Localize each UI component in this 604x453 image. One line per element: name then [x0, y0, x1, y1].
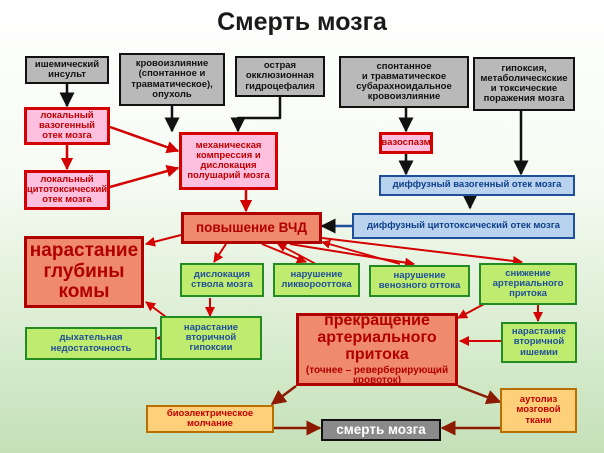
arrow-venous-to-icp — [321, 239, 401, 265]
vasospasm: вазоспазм — [379, 132, 433, 154]
diffuse-cytotoxic-edema: диффузный цитотоксический отек мозга — [352, 213, 575, 239]
diffuse-vasogenic-edema: диффузный вазогенный отек мозга — [379, 175, 575, 196]
cause-ischemic-stroke: ишемический инсульт — [25, 56, 109, 84]
respiratory-failure: дыхательная недостаточность — [25, 327, 157, 360]
arterial-inflow-cessation: прекращение артериального притока (точне… — [296, 311, 458, 387]
bioelectric-silence: биоэлектрическое молчание — [146, 405, 274, 433]
brain-death: смерть мозга — [321, 419, 441, 441]
coma-deepening: нарастание глубины комы — [24, 236, 144, 308]
diagram-title: Смерть мозга — [217, 8, 387, 36]
arrow-icp-to-coma — [145, 234, 182, 247]
arrow-icp-to-arterial — [321, 237, 523, 266]
arrow-vasogenic-to-compression — [109, 125, 180, 154]
mechanical-compression: механическая компрессия и дислокация пол… — [179, 132, 278, 190]
cause-hemorrhage: кровоизлияние (спонтанное и травматическ… — [119, 53, 225, 106]
secondary-hypoxia-increase: нарастание вторичной гипоксии — [160, 316, 262, 360]
cause-hypoxia-toxic: гипоксия, метаболическские и токсические… — [473, 57, 575, 111]
brain-tissue-autolysis: аутолиз мозговой ткани — [500, 388, 577, 433]
arrow-cessation-to-silence — [270, 385, 297, 405]
cessation-note: (точнее – реверберирующий кровоток) — [305, 364, 449, 387]
brainstem-dislocation: дислокация ствола мозга — [180, 263, 264, 297]
arrow-icp-to-csf — [261, 243, 307, 264]
secondary-ischemia-increase: нарастание вторичной ишемии — [501, 322, 577, 363]
csf-outflow-disorder: нарушение ликворооттока — [273, 263, 360, 297]
arrow-cytotoxic-to-compression — [109, 165, 180, 189]
icp-increase: повышение ВЧД — [181, 212, 322, 244]
local-vasogenic-edema: локальный вазогенный отек мозга — [24, 107, 110, 145]
cessation-main-label: прекращение артериального притока — [317, 311, 437, 364]
arrow-icp-to-brainstem — [213, 243, 227, 263]
local-cytotoxic-edema: локальный цитотоксический отек мозга — [24, 170, 110, 210]
arrow-hydrocephalus-to-compression — [230, 97, 282, 133]
arrow-csf-to-icp — [277, 243, 317, 265]
cause-hydrocephalus: острая окклюзионная гидроцефалия — [235, 56, 325, 97]
venous-outflow-disorder: нарушение венозного оттока — [369, 265, 470, 297]
arterial-inflow-decrease: снижение артериального притока — [479, 263, 577, 305]
cause-subarachnoid: спонтанное и травматическое субарахноида… — [339, 56, 469, 108]
arrow-icp-to-venous — [289, 243, 415, 268]
arrow-cessation-to-autolysis — [457, 384, 502, 405]
